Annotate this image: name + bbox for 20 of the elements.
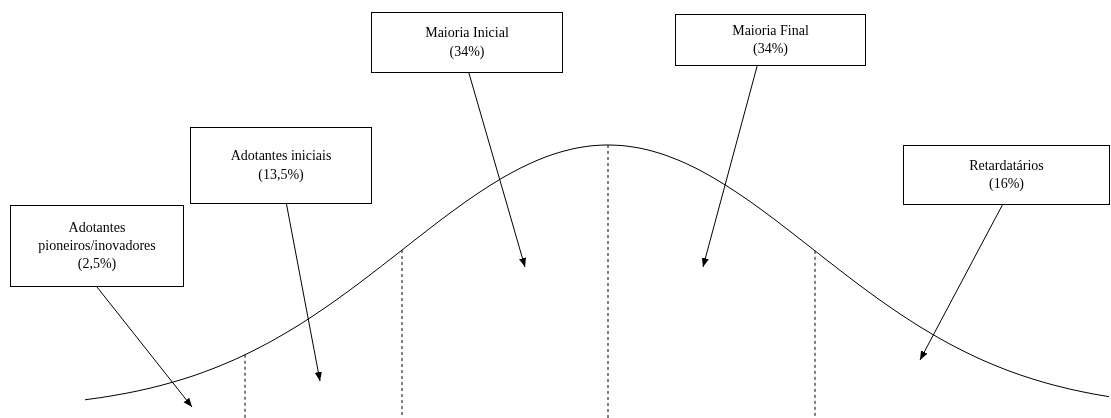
leader-arrow xyxy=(919,204,1003,361)
percentage-text: (13,5%) xyxy=(258,165,304,184)
category-name: Retardatários xyxy=(969,156,1044,175)
label-box xyxy=(10,205,184,287)
label-box xyxy=(371,12,563,73)
percentage-text: (16%) xyxy=(989,175,1024,193)
label-box xyxy=(903,145,1110,205)
leader-arrow xyxy=(701,65,758,268)
percentage-text: (2,5%) xyxy=(77,255,117,274)
leader-arrow xyxy=(468,72,526,268)
category-name: Adotantes iniciais xyxy=(230,147,332,166)
category-name: Maioria Inicial xyxy=(425,24,509,43)
label-box xyxy=(190,127,372,204)
label-box xyxy=(675,14,866,66)
category-name: Adotantes pioneiros/inovadores xyxy=(37,218,157,255)
percentage-text: (34%) xyxy=(449,42,485,61)
percentage-text: (34%) xyxy=(753,40,788,58)
category-name: Maioria Final xyxy=(732,21,809,40)
leader-arrow xyxy=(96,286,193,408)
leader-arrow xyxy=(285,203,322,382)
